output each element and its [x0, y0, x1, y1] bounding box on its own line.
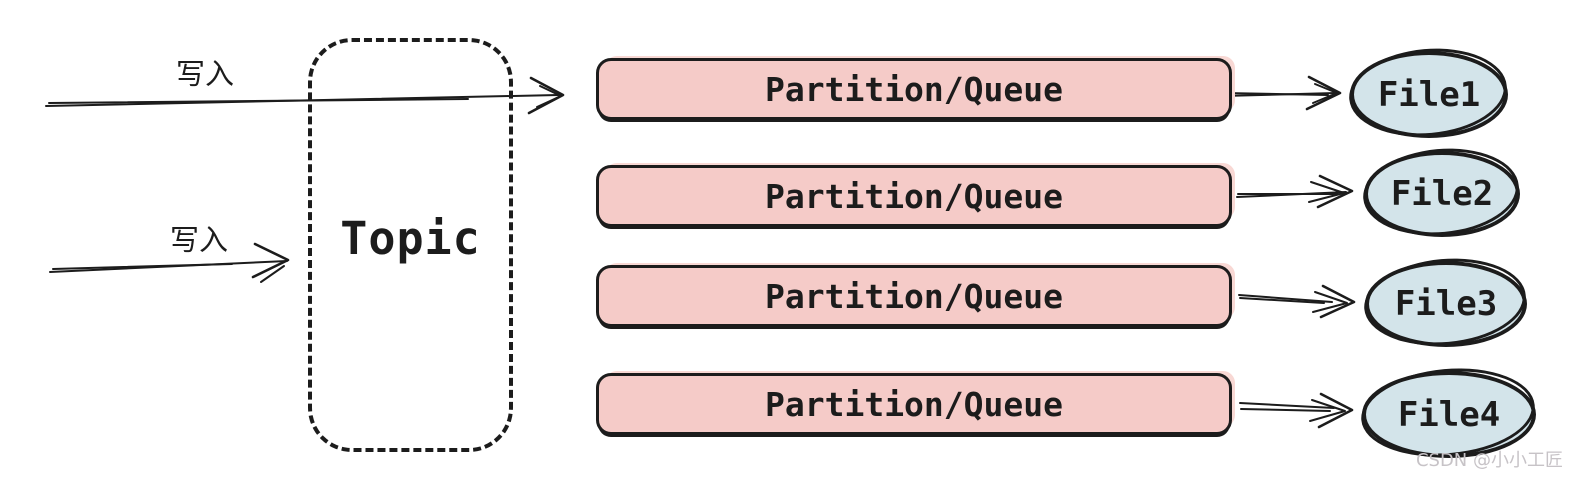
partition-label: Partition/Queue [764, 69, 1063, 109]
file-label: File4 [1397, 394, 1501, 435]
file-label: File1 [1377, 74, 1481, 115]
file-ellipse-2: File2 [1364, 151, 1520, 237]
partition-box-3: Partition/Queue [596, 265, 1232, 327]
partition2-to-file2-arrow [1236, 174, 1354, 209]
file-label: File3 [1394, 284, 1498, 324]
partition1-to-file1-arrow [1221, 75, 1342, 111]
partition3-to-file3-arrow [1238, 284, 1356, 319]
partition-box-2: Partition/Queue [596, 165, 1232, 227]
partition-box-4: Partition/Queue [596, 373, 1232, 435]
topic-label: Topic [340, 211, 481, 265]
topic-box: Topic [308, 38, 513, 452]
write-arrow-2 [49, 242, 290, 283]
partition-box-1: Partition/Queue [596, 58, 1232, 120]
partition-label: Partition/Queue [764, 384, 1063, 424]
watermark: CSDN @小小工匠 [1415, 450, 1563, 471]
write-label-1: 写入 [176, 57, 235, 91]
file-ellipse-1: File1 [1350, 51, 1508, 138]
file-ellipse-4: File4 [1362, 371, 1536, 458]
partition-label: Partition/Queue [764, 176, 1063, 216]
partition4-to-file4-arrow [1239, 392, 1354, 429]
file-label: File2 [1390, 174, 1494, 214]
file-ellipse-3: File3 [1365, 261, 1527, 347]
write-label-2: 写入 [170, 223, 229, 257]
partition-label: Partition/Queue [764, 276, 1063, 316]
